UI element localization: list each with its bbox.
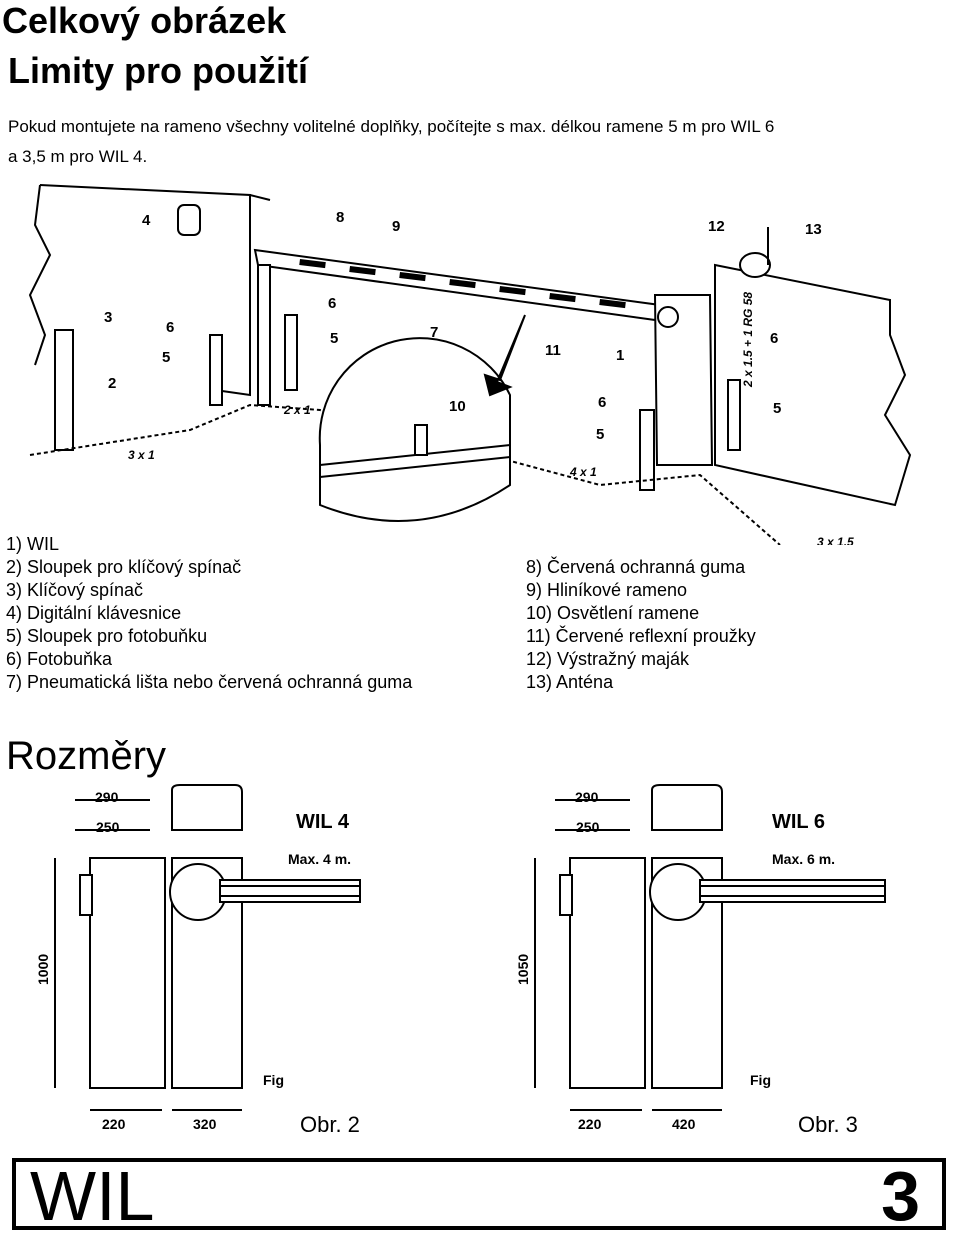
label-5b: 5 xyxy=(330,330,338,347)
intro-line-1: Pokud montujete na rameno všechny volite… xyxy=(8,117,775,136)
max-length-label: Max. 4 m. xyxy=(288,851,351,867)
legend-item: 9) Hliníkové rameno xyxy=(526,580,688,600)
dim-height: 1050 xyxy=(515,954,531,985)
model-label: WIL 6 xyxy=(772,811,825,833)
label-1: 1 xyxy=(616,347,624,364)
dim-height: 1000 xyxy=(35,954,51,985)
cable-label-2x1: 2 x 1 xyxy=(283,403,311,417)
fig-fragment: Fig xyxy=(750,1072,771,1088)
label-6b: 6 xyxy=(328,295,336,312)
page-title: Limity pro použití xyxy=(8,50,308,91)
legend-item: 6) Fotobuňka xyxy=(6,649,113,669)
dim-250: 250 xyxy=(576,819,600,835)
legend-item: 4) Digitální klávesnice xyxy=(6,603,182,623)
label-5c: 5 xyxy=(596,426,604,443)
label-2: 2 xyxy=(108,375,116,392)
label-8: 8 xyxy=(336,209,344,226)
figure-2-drawing: 290 250 1000 220 320 Max. 4 m. Fig WIL 4… xyxy=(35,784,361,1137)
label-10: 10 xyxy=(449,398,466,415)
legend-left: 1) WIL 2) Sloupek pro klíčový spínač 3) … xyxy=(6,533,412,694)
legend-item: 3) Klíčový spínač xyxy=(6,580,144,600)
footer-brand: WIL xyxy=(30,1157,155,1235)
cable-label-3x1: 3 x 1 xyxy=(128,448,155,462)
label-5a: 5 xyxy=(162,349,170,366)
label-12: 12 xyxy=(708,218,725,235)
legend-item: 12) Výstražný maják xyxy=(526,649,690,669)
label-13: 13 xyxy=(805,221,822,238)
label-5d: 5 xyxy=(773,400,781,417)
legend-item: 8) Červená ochranná guma xyxy=(526,557,746,577)
section-title-overview: Celkový obrázek xyxy=(2,0,287,41)
dim-290: 290 xyxy=(95,789,119,805)
label-4: 4 xyxy=(142,212,151,229)
legend-item: 13) Anténa xyxy=(526,672,614,692)
label-6c: 6 xyxy=(598,394,606,411)
legend-right: 8) Červená ochranná guma 9) Hliníkové ra… xyxy=(526,556,756,694)
label-11: 11 xyxy=(545,342,561,359)
label-9: 9 xyxy=(392,218,400,235)
figure-3-drawing: 290 250 1050 220 420 Max. 6 m. Fig WIL 6… xyxy=(515,784,886,1137)
dim-290: 290 xyxy=(575,789,599,805)
page-number: 3 xyxy=(881,1157,920,1235)
legend-item: 11) Červené reflexní proužky xyxy=(526,626,756,646)
legend-item: 1) WIL xyxy=(6,534,60,554)
footer-bar xyxy=(12,1158,946,1230)
legend-item: 2) Sloupek pro klíčový spínač xyxy=(6,557,242,577)
label-3: 3 xyxy=(104,309,112,326)
legend-item: 7) Pneumatická lišta nebo červená ochran… xyxy=(6,672,413,692)
dim-320: 320 xyxy=(193,1116,217,1132)
legend-item: 10) Osvětlení ramene xyxy=(526,603,700,623)
keypad-icon xyxy=(177,204,201,236)
figure-caption: Obr. 3 xyxy=(798,1112,858,1137)
fig-fragment: Fig xyxy=(263,1072,284,1088)
cable-label-rg58: 2 x 1.5 + 1 RG 58 xyxy=(741,292,755,388)
model-label: WIL 4 xyxy=(296,811,350,833)
label-7: 7 xyxy=(430,324,438,341)
legend-item: 5) Sloupek pro fotobuňku xyxy=(6,626,208,646)
intro-line-2: a 3,5 m pro WIL 4. xyxy=(8,147,148,166)
label-6a: 6 xyxy=(166,319,174,336)
dim-220: 220 xyxy=(102,1116,126,1132)
installation-overview-diagram: 4 8 9 12 13 3 6 6 5 5 7 11 1 6 2 10 6 5 … xyxy=(28,184,912,545)
dim-250: 250 xyxy=(96,819,120,835)
cable-label-4x1: 4 x 1 xyxy=(569,465,597,479)
dim-420: 420 xyxy=(672,1116,696,1132)
dimensions-heading: Rozměry xyxy=(6,734,167,778)
figure-caption: Obr. 2 xyxy=(300,1112,360,1137)
dim-220: 220 xyxy=(578,1116,602,1132)
label-6d: 6 xyxy=(770,330,778,347)
cable-label-3x1-5: 3 x 1.5 xyxy=(817,535,854,545)
max-length-label: Max. 6 m. xyxy=(772,851,835,867)
